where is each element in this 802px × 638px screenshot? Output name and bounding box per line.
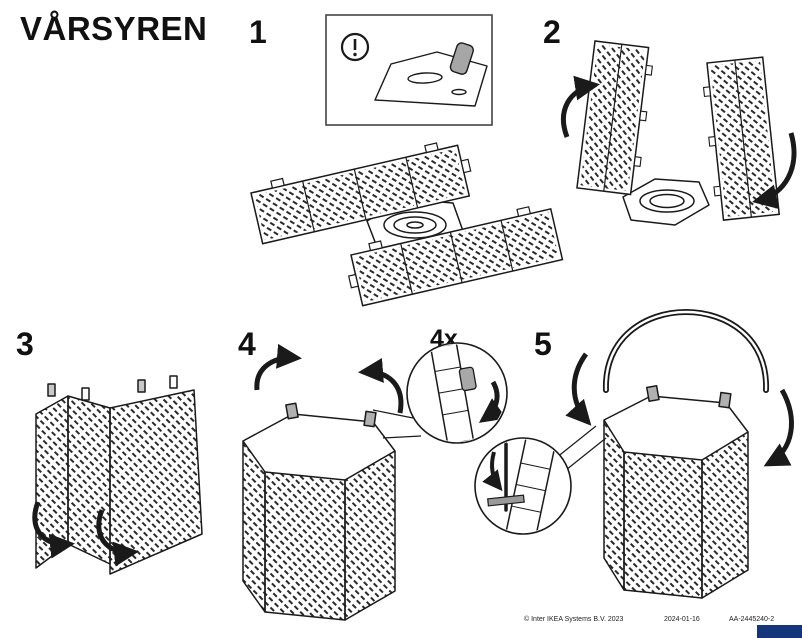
- hook-detail: [482, 439, 557, 533]
- insert-arrow-right-icon: [763, 388, 794, 467]
- step-5-number: 5: [534, 326, 552, 362]
- fold-arrow-right-icon: [358, 358, 404, 414]
- detail-leader-line: [555, 425, 597, 459]
- step-5-illustration: [474, 309, 794, 599]
- fold-arrow-right-icon: [752, 132, 797, 210]
- footer-copyright: © Inter IKEA Systems B.V. 2023: [524, 616, 624, 623]
- detail-leader-line: [382, 435, 422, 439]
- step-1-parts-illustration: [250, 142, 564, 307]
- step-1-number: 1: [249, 14, 267, 50]
- base-plate: [622, 178, 710, 226]
- partly-folded-shell: [35, 375, 203, 575]
- brand-color-bar: [757, 625, 802, 638]
- fold-arrow-left-icon: [254, 343, 302, 391]
- corner-panel-with-clip: [374, 42, 488, 107]
- insert-arrow-left-icon: [565, 352, 592, 426]
- side-panel-left: [576, 40, 653, 196]
- flat-panel-top: [250, 142, 472, 245]
- press-arrow-icon: [478, 380, 506, 423]
- step-4-illustration: [242, 342, 508, 621]
- fold-arrow-left-icon: [561, 75, 600, 138]
- fold-arrow-right-icon: [96, 509, 139, 567]
- footer-document-number: AA-2445240-2: [729, 616, 775, 623]
- detail-leader-line: [565, 437, 607, 471]
- step-3-illustration: [32, 375, 203, 575]
- clip-tab-detail: [430, 344, 506, 442]
- footer-date: 2024-01-16: [664, 616, 700, 623]
- fold-arrow-left-icon: [32, 501, 75, 559]
- step-4-number: 4: [238, 326, 256, 362]
- product-title: VÅRSYREN: [20, 10, 208, 47]
- assembled-basket: [242, 402, 396, 621]
- wire-handle: [602, 309, 770, 393]
- assembled-basket: [603, 385, 749, 599]
- side-panel-right: [702, 56, 781, 221]
- hook-down-arrow-icon: [482, 451, 503, 492]
- exclamation-icon: [340, 32, 370, 62]
- step-2-illustration: [561, 40, 797, 226]
- flat-panel-bottom: [347, 206, 564, 307]
- step-1-detail-box-illustration: [325, 14, 493, 126]
- step-2-number: 2: [543, 14, 561, 50]
- detail-leader-line: [372, 409, 414, 419]
- step-3-number: 3: [16, 326, 34, 362]
